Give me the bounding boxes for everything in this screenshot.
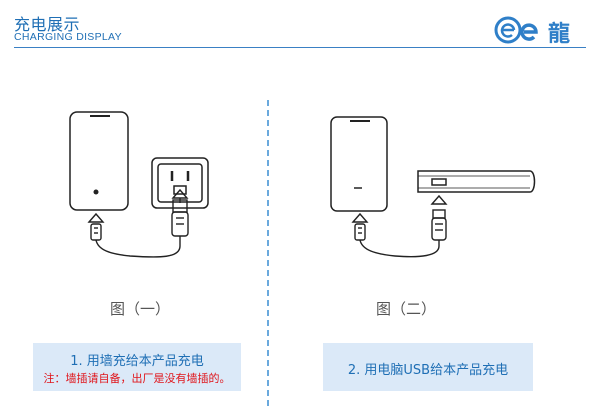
page-subtitle: CHARGING DISPLAY bbox=[14, 31, 122, 43]
micro-usb-plug-1 bbox=[87, 212, 105, 241]
e-logo-icon bbox=[494, 16, 538, 44]
brand-logo-text: 龍 bbox=[548, 22, 571, 47]
laptop bbox=[417, 170, 536, 193]
figure-label-2: 图（二） bbox=[376, 300, 437, 318]
header-divider bbox=[14, 47, 586, 48]
section-divider bbox=[267, 100, 269, 406]
figure-label-1: 图（一） bbox=[110, 300, 171, 318]
arrow-up-icon bbox=[171, 188, 189, 203]
usb-plug-1 bbox=[95, 199, 189, 258]
caption-box-2: 2. 用电脑USB给本产品充电 bbox=[323, 343, 533, 391]
page-title: 充电展示 bbox=[14, 15, 81, 34]
micro-usb-plug-2 bbox=[351, 212, 369, 241]
caption-text-2: 2. 用电脑USB给本产品充电 bbox=[347, 363, 509, 378]
usb-plug-2 bbox=[359, 194, 448, 258]
power-bank-1 bbox=[69, 111, 129, 211]
power-bank-2 bbox=[330, 116, 388, 212]
caption-box-1: 1. 用墙充给本产品充电 注：墙插请自备，出厂是没有墙插的。 bbox=[33, 343, 241, 391]
caption-text-1: 1. 用墙充给本产品充电 bbox=[70, 354, 204, 369]
caption-note-1: 注：墙插请自备，出厂是没有墙插的。 bbox=[43, 372, 231, 385]
